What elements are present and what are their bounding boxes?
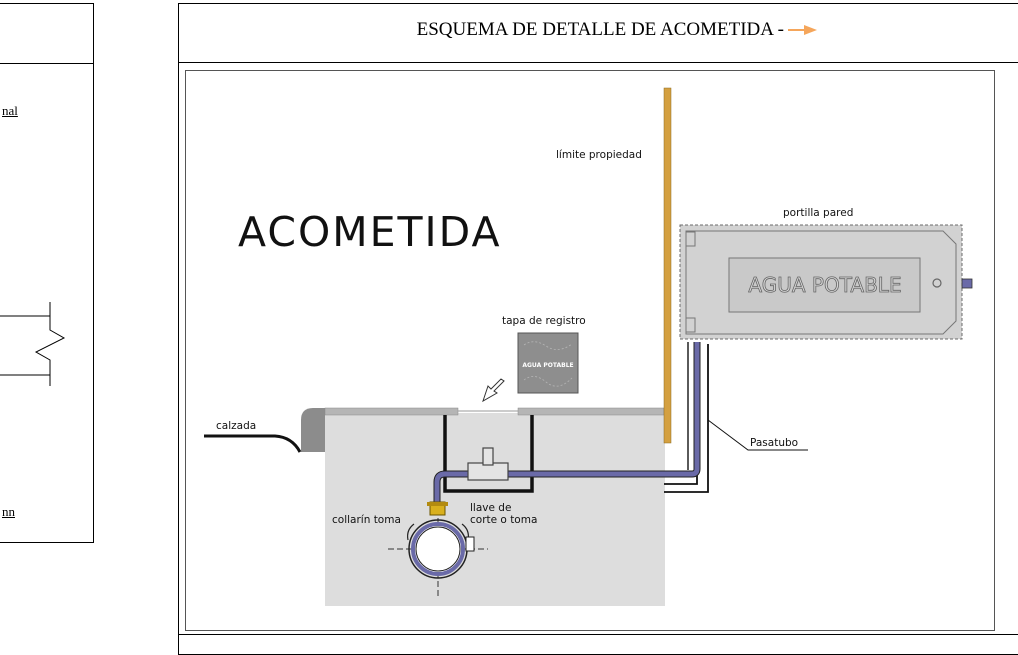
curb [301, 408, 325, 452]
valve-stem [482, 447, 494, 466]
cabinet-lock-icon [932, 278, 942, 288]
diagram-heading: ACOMETIDA [238, 208, 502, 256]
clamp-bolt [465, 536, 475, 552]
left-panel-divider [0, 63, 93, 64]
llave-label-line2: corte o toma [470, 514, 537, 526]
left-panel-frame [0, 3, 94, 543]
tapa-texture-2 [523, 376, 573, 387]
arrow-right-icon [788, 25, 817, 35]
pasatubo-leader [707, 419, 808, 451]
property-limit-line [663, 87, 672, 444]
collarin-toma-label: collarín toma [332, 514, 401, 526]
ground-block [325, 413, 665, 606]
llave-label-line1: llave de [470, 502, 511, 514]
agua-potable-plate [728, 257, 921, 313]
cabinet-hinge-bottom [685, 317, 696, 333]
page-title: ESQUEMA DE DETALLE DE ACOMETIDA - [416, 19, 784, 40]
registro-box [443, 415, 534, 493]
calzada-label: calzada [216, 420, 256, 432]
collarin-cap [427, 502, 448, 506]
cabinet-door [685, 230, 957, 335]
cabinet-hinge-top [685, 231, 696, 247]
title-row: ESQUEMA DE DETALLE DE ACOMETIDA - [179, 4, 1018, 63]
limite-propiedad-label: límite propiedad [556, 149, 642, 161]
left-panel-drawing [0, 302, 66, 386]
arrow-down-left-icon [482, 378, 505, 403]
portilla-pared-label: portilla pared [783, 207, 853, 219]
water-pipe [434, 342, 700, 505]
break-symbol [34, 302, 66, 386]
tapa-registro-label: tapa de registro [502, 315, 586, 327]
pasatubo-label: Pasatubo [750, 437, 798, 449]
main-pipe-inner [415, 526, 461, 572]
tapa-text: AGUA POTABLE [522, 362, 573, 369]
sidewalk-left [324, 407, 459, 416]
left-panel-text-bottom: nn [2, 504, 15, 519]
left-panel-text-top: nal [2, 103, 18, 118]
cabinet-outlet-pipe [961, 278, 973, 289]
bottom-rule [179, 634, 1018, 635]
conduit-line-outer [664, 344, 709, 493]
main-pipe [411, 522, 465, 576]
sidewalk-right [517, 407, 665, 416]
diagram-frame [185, 70, 995, 631]
agua-potable-box-text: AGUA POTABLE [748, 273, 901, 297]
calzada-line [204, 434, 302, 453]
